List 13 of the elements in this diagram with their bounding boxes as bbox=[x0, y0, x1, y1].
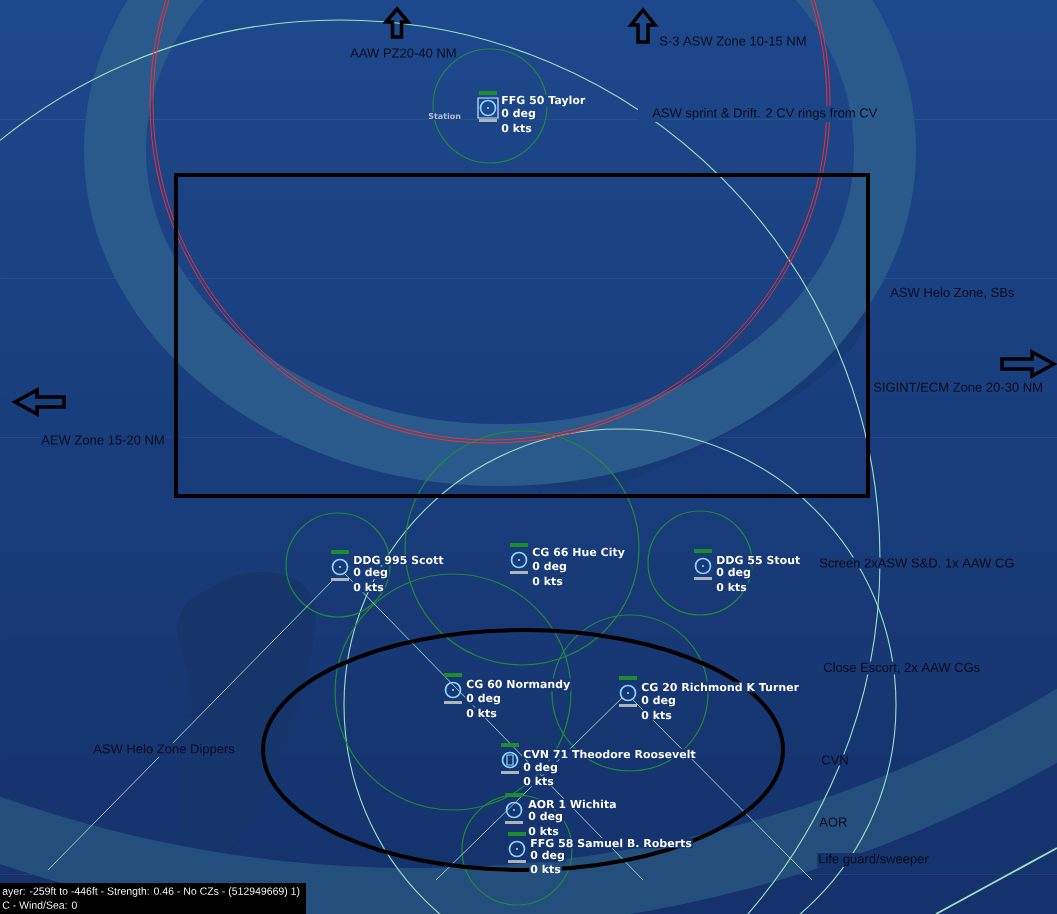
speed-text: 0 kts bbox=[500, 122, 533, 134]
unit-name: CG 20 Richmond K Turner bbox=[640, 681, 801, 693]
speed-text: 0 kts bbox=[531, 575, 564, 587]
zone-label: AAW PZ20-40 NM bbox=[349, 47, 458, 59]
station-label: Station bbox=[427, 111, 462, 121]
zone-label: AEW Zone 15-20 NM bbox=[40, 434, 166, 446]
zone-label: ASW Helo Zone, SBs bbox=[889, 286, 1016, 300]
zone-label: ASW sprint & Drift. 2 CV rings from CV bbox=[638, 106, 878, 122]
zone-label: Close Escort, 2x AAW CGs bbox=[822, 661, 982, 675]
speed-text: 0 kts bbox=[715, 581, 748, 593]
zone-label: S-3 ASW Zone 10-15 NM bbox=[658, 35, 808, 47]
zone-label: Screen 2xASW S&D. 1x AAW CG bbox=[818, 557, 1016, 569]
speed-text: 0 kts bbox=[352, 581, 385, 593]
